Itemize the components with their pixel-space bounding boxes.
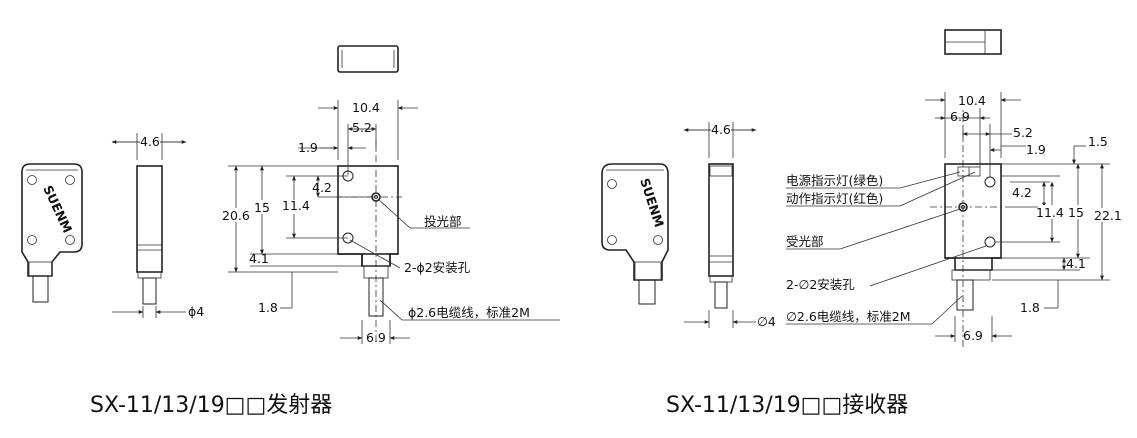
receiver-label-action-led: 动作指示灯(红色) (786, 191, 883, 206)
receiver-drawing: SUENM 4.6 ∅4 (601, 29, 1124, 418)
emitter-dim-top-width: 4.6 (140, 134, 160, 149)
receiver-label-holes: 2-∅2安装孔 (786, 277, 855, 292)
emitter-dim-hole-gap: 4.2 (312, 180, 332, 195)
emitter-label-emitter: 投光部 (424, 214, 462, 229)
receiver-label-receiver: 受光部 (786, 234, 824, 249)
emitter-dim-body-height: 15 (254, 200, 270, 215)
emitter-caption: SX-11/13/19□□发射器 (90, 393, 332, 418)
emitter-dim-height-total: 20.6 (222, 208, 250, 223)
receiver-dim-bottom: 4.1 (1066, 256, 1086, 271)
emitter-labels: 投光部 2-ϕ2安装孔 ϕ2.6电缆线，标准2M (349, 198, 560, 321)
receiver-dim-hole-gap: 4.2 (1012, 185, 1032, 200)
receiver-label-cable: ∅2.6电缆线，标准2M (786, 309, 911, 324)
receiver-dim-led-offset: 6.9 (950, 109, 970, 124)
emitter-side-view: 4.6 ϕ4 (111, 133, 204, 319)
receiver-front-view (930, 100, 1010, 350)
receiver-dim-body-height: 15 (1068, 205, 1084, 220)
emitter-dim-hole-spacing: 11.4 (282, 198, 310, 213)
receiver-labels: 电源指示灯(绿色) 动作指示灯(红色) 受光部 2-∅2安装孔 ∅2.6电缆线，… (786, 171, 987, 325)
receiver-dim-cable-dia: ∅4 (757, 314, 776, 329)
emitter-label-cable: ϕ2.6电缆线，标准2M (408, 305, 530, 320)
emitter-logo: SUENM (40, 183, 75, 235)
emitter-dim-bottom: 4.1 (249, 251, 269, 266)
emitter-dim-hole-from-top: 1.9 (298, 140, 318, 155)
receiver-dim-height-total: 22.1 (1094, 208, 1122, 223)
receiver-dim-top-margin: 1.5 (1088, 134, 1108, 149)
receiver-label-power-led: 电源指示灯(绿色) (786, 173, 883, 188)
receiver-perspective-view: SUENM (601, 163, 669, 305)
receiver-dimensions: 10.4 6.9 5.2 1.9 1.5 4.2 (925, 92, 1124, 343)
emitter-front-view (336, 140, 402, 340)
emitter-perspective-view: SUENM (21, 163, 83, 303)
emitter-dim-width-total: 10.4 (352, 100, 380, 115)
emitter-dim-cable-dia: ϕ4 (188, 304, 204, 319)
receiver-dim-hole-spacing: 11.4 (1036, 205, 1064, 220)
receiver-dim-half: 5.2 (1013, 125, 1033, 140)
receiver-dim-hole-from-top: 1.9 (1026, 142, 1046, 157)
receiver-caption: SX-11/13/19□□接收器 (666, 393, 908, 418)
receiver-dim-top-width: 4.6 (711, 122, 731, 137)
emitter-drawing: SUENM 4.6 ϕ4 (21, 45, 560, 418)
emitter-top-view (337, 45, 399, 73)
emitter-label-holes: 2-ϕ2安装孔 (404, 260, 471, 275)
receiver-dim-cable-offset: 1.8 (1020, 300, 1040, 315)
receiver-dim-width-total: 10.4 (958, 93, 986, 108)
emitter-dimensions: 10.4 5.2 1.9 20.6 15 11.4 (222, 100, 418, 345)
emitter-dim-cable-offset: 1.8 (258, 300, 278, 315)
receiver-dim-neck-width: 6.9 (963, 328, 983, 343)
emitter-dim-neck-width: 6.9 (366, 330, 386, 345)
emitter-dim-half: 5.2 (352, 120, 372, 135)
receiver-logo: SUENM (637, 176, 667, 229)
receiver-side-view: 4.6 ∅4 (683, 122, 776, 329)
